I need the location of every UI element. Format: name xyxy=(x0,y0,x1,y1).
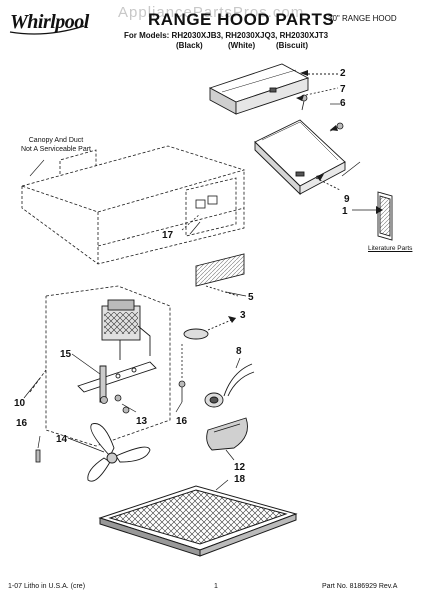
callout-14: 14 xyxy=(56,434,68,445)
part-18-filter xyxy=(98,485,298,557)
part-15-bracket xyxy=(77,361,157,403)
part-1-literature xyxy=(377,191,393,241)
callout-16-left: 16 xyxy=(16,418,28,429)
part-8-socket xyxy=(204,363,255,408)
part-16-screw-left xyxy=(35,449,41,463)
finish-white: (White) xyxy=(228,41,256,50)
callout-17: 17 xyxy=(162,230,174,241)
callout-labels: 2 7 6 9 1 17 5 3 8 15 10 13 16 16 14 12 … xyxy=(14,68,350,485)
literature-label: Literature Parts xyxy=(368,245,413,252)
callout-18: 18 xyxy=(234,474,246,485)
callout-13: 13 xyxy=(136,416,148,427)
part-7-screw xyxy=(300,87,339,111)
callout-1: 1 xyxy=(342,206,348,217)
callout-15: 15 xyxy=(60,349,72,360)
watermark: AppliancePartsPros.com xyxy=(118,4,305,21)
fan-assembly-outline xyxy=(29,285,171,447)
part-motor xyxy=(101,299,151,360)
part-16-screw-right xyxy=(178,344,186,402)
canopy-duct xyxy=(20,145,246,265)
leader-lines xyxy=(23,103,376,491)
callout-9: 9 xyxy=(344,194,350,205)
canopy-note: Canopy And Duct Not A Serviceable Part xyxy=(8,136,104,154)
arrow-heads xyxy=(228,70,383,323)
callout-5: 5 xyxy=(248,292,254,303)
footer-page-number: 1 xyxy=(214,583,218,590)
callout-10: 10 xyxy=(14,398,26,409)
footer-part-number: Part No. 8186929 Rev.A xyxy=(322,583,398,590)
part-14-fan-blade xyxy=(87,423,151,482)
callout-16-right: 16 xyxy=(176,416,188,427)
part-17-switch xyxy=(181,195,218,231)
whirlpool-logo: Whirlpool xyxy=(6,8,89,38)
canopy-note-line2: Not A Serviceable Part xyxy=(20,146,92,153)
models-line: For Models: RH2030XJB3, RH2030XJQ3, RH20… xyxy=(124,31,329,40)
callout-12: 12 xyxy=(234,462,246,473)
footer-litho: 1-07 Litho in U.S.A. (cre) xyxy=(8,583,86,590)
part-5-lens xyxy=(195,253,245,297)
hood-size-label: 30" RANGE HOOD xyxy=(328,14,397,23)
callout-6: 6 xyxy=(340,98,346,109)
part-13-screws xyxy=(100,394,130,414)
page-title: RANGE HOOD PARTS xyxy=(148,10,335,29)
callout-8: 8 xyxy=(236,346,242,357)
finish-biscuit: (Biscuit) xyxy=(276,41,308,50)
swoosh-icon xyxy=(9,25,85,35)
canopy-note-line1: Canopy And Duct xyxy=(28,137,84,144)
part-3-knob xyxy=(183,317,237,340)
part-12-light-bracket xyxy=(206,417,248,451)
finish-black: (Black) xyxy=(176,41,203,50)
part-9-tray xyxy=(254,119,346,196)
callout-7: 7 xyxy=(340,84,346,95)
part-2-cover xyxy=(208,63,338,115)
brand-name: Whirlpool xyxy=(10,11,89,33)
callout-2: 2 xyxy=(340,68,346,79)
callout-3: 3 xyxy=(240,310,246,321)
